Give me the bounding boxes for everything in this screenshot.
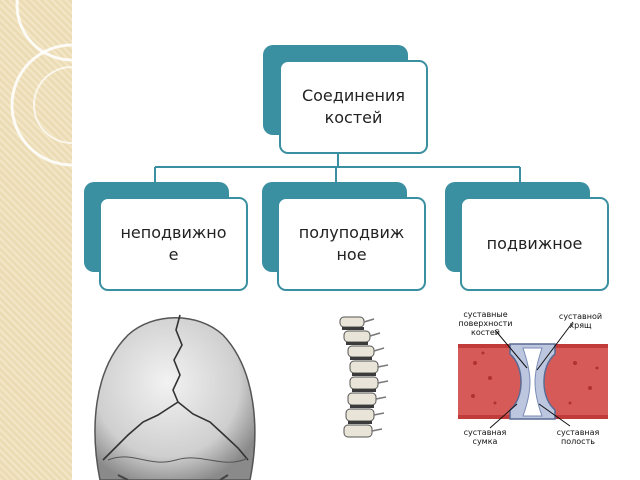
label-articular-surfaces: суставные поверхности костей <box>458 310 513 337</box>
child-node-semimovable-line2: ное <box>336 245 367 264</box>
root-node-label: Соединения костей <box>301 86 406 127</box>
child-node-semimovable-line1: полуподвиж <box>298 223 405 242</box>
decorative-left-strip <box>0 0 72 480</box>
label-articular-cavity: суставная полость <box>556 428 600 446</box>
child-node-immovable-line1: неподвижно <box>120 223 227 242</box>
decorative-circles <box>10 0 72 167</box>
skull-illustration <box>94 314 256 480</box>
child-node-immovable-line2: е <box>168 245 179 264</box>
spine-illustration <box>339 316 389 438</box>
label-articular-capsule: суставная сумка <box>463 428 507 446</box>
root-node-box: Соединения костей <box>279 60 428 154</box>
child-node-movable-line1: подвижное <box>486 234 583 253</box>
label-articular-cartilage: суставной хрящ <box>558 312 603 330</box>
joint-illustration <box>458 321 608 429</box>
